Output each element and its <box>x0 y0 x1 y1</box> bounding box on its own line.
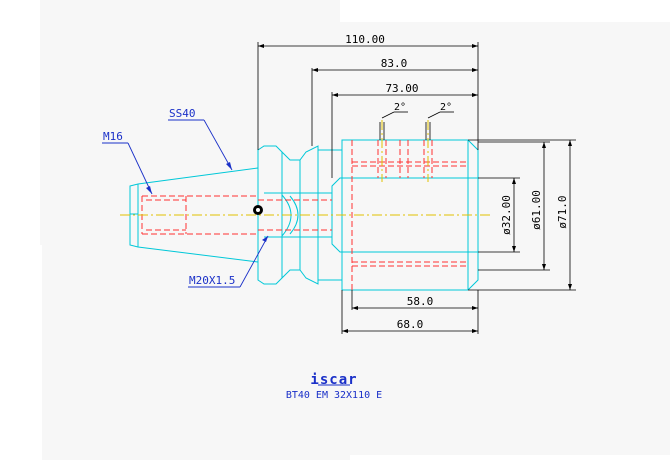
page-margin-block-top <box>340 0 670 22</box>
centerlines <box>120 120 490 216</box>
callout-internal-thread: M16 <box>103 130 123 143</box>
dimension-lines <box>257 42 576 334</box>
dim-angle-left: 2° <box>394 102 406 113</box>
flange-bottom <box>257 262 283 285</box>
dim-overall-length: 110.00 <box>345 33 385 46</box>
dimension-arrowheads <box>258 44 572 333</box>
part-name: BT40 EM 32X110 E <box>286 390 382 401</box>
title-block: iscar BT40 EM 32X110 E <box>286 372 382 401</box>
dim-outer-diameter: ø71.0 <box>556 195 569 228</box>
body-outline <box>341 139 479 291</box>
page-background <box>40 0 670 460</box>
callout-arrowheads <box>146 162 268 242</box>
reference-point-inner <box>256 208 260 212</box>
dim-body-diameter: ø61.00 <box>530 190 543 230</box>
iscar-logo: iscar <box>310 372 357 388</box>
page-margin-block <box>0 245 42 460</box>
callout-taper: SS40 <box>169 107 196 120</box>
dim-length-58: 58.0 <box>407 295 434 308</box>
callout-pull-stud-thread: M20X1.5 <box>189 274 235 287</box>
dim-length-73: 73.00 <box>385 82 418 95</box>
callout-leaders <box>102 119 269 288</box>
dim-angle-right: 2° <box>440 102 452 113</box>
dim-length-83: 83.0 <box>381 57 408 70</box>
dim-bore-diameter: ø32.00 <box>500 195 513 235</box>
flange-top <box>257 145 283 168</box>
page-margin-block-bottom <box>350 455 670 460</box>
dim-length-68: 68.0 <box>397 318 424 331</box>
